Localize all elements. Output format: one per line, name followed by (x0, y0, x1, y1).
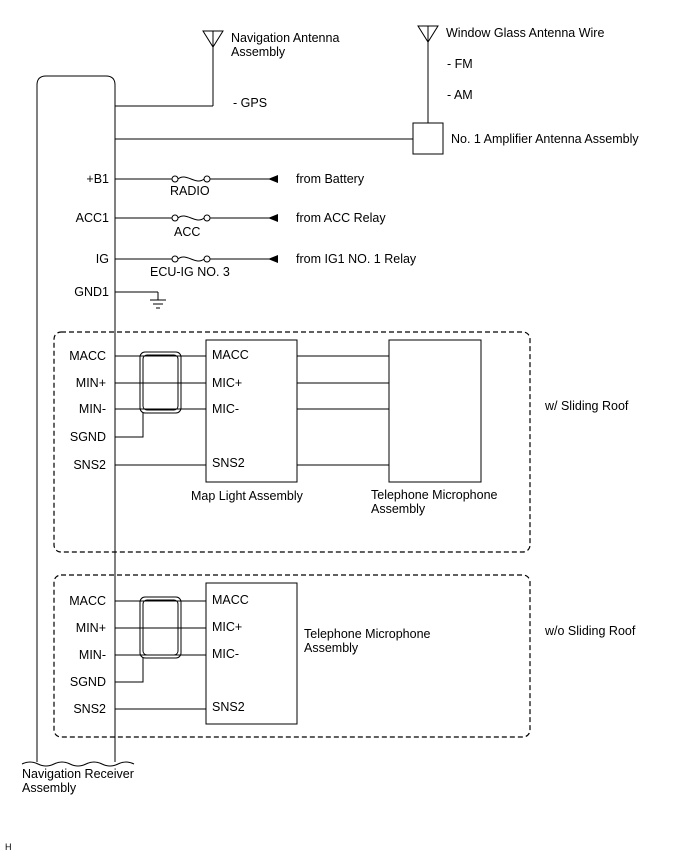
with-sliding-roof-region (53, 331, 531, 553)
fuse-ecu-ig-label: ECU-IG NO. 3 (150, 265, 230, 279)
navigation-antenna-icon (202, 30, 224, 106)
telephone-microphone-label-1-line2: Assembly (371, 502, 426, 516)
pin-min-plus-1: MIN+ (76, 376, 106, 390)
map-light-pin-mic-minus: MIC- (212, 402, 239, 416)
amplifier-antenna-box (412, 122, 444, 155)
am-label: - AM (447, 88, 473, 102)
fuse-acc-icon (115, 214, 278, 222)
source-acc-relay-label: from ACC Relay (296, 211, 386, 225)
pin-sgnd-2: SGND (70, 675, 106, 689)
receiver-name-line2: Assembly (22, 781, 77, 795)
footer-mark: H (5, 842, 12, 852)
with-sliding-roof-label: w/ Sliding Roof (544, 399, 629, 413)
shielded-cable-icon (139, 351, 182, 414)
receiver-name-line1: Navigation Receiver (22, 767, 134, 781)
fuse-radio-icon (115, 175, 278, 183)
pin-min-minus-2: MIN- (79, 648, 106, 662)
map-light-assembly-box (205, 339, 298, 483)
terminal-acc1: ACC1 (76, 211, 109, 225)
source-ig1-relay-label: from IG1 NO. 1 Relay (296, 252, 417, 266)
source-battery-label: from Battery (296, 172, 365, 186)
microphone-pin-sns2: SNS2 (212, 700, 245, 714)
ground-icon (115, 291, 166, 309)
window-glass-antenna-icon (417, 25, 439, 123)
shielded-cable-icon-2 (139, 596, 182, 659)
navigation-receiver-body (36, 75, 116, 762)
wires-with-sliding-roof (115, 355, 389, 466)
without-sliding-roof-region (53, 574, 531, 738)
telephone-microphone-box-2 (205, 582, 298, 725)
pin-sns2-1: SNS2 (73, 458, 106, 472)
telephone-microphone-box-1 (388, 339, 482, 483)
receiver-break-line (21, 761, 135, 767)
telephone-microphone-label-1-line1: Telephone Microphone (371, 488, 498, 502)
telephone-microphone-label-2-line1: Telephone Microphone (304, 627, 431, 641)
pin-macc-2: MACC (69, 594, 106, 608)
telephone-microphone-label-2-line2: Assembly (304, 641, 359, 655)
fuse-acc-label: ACC (174, 225, 200, 239)
map-light-pin-macc: MACC (212, 348, 249, 362)
pin-sns2-2: SNS2 (73, 702, 106, 716)
navigation-antenna-label-line1: Navigation Antenna (231, 31, 339, 45)
window-glass-antenna-label: Window Glass Antenna Wire (446, 26, 604, 40)
amplifier-antenna-label: No. 1 Amplifier Antenna Assembly (451, 132, 639, 146)
pin-min-minus-1: MIN- (79, 402, 106, 416)
microphone-pin-mic-minus: MIC- (212, 647, 239, 661)
gps-terminal-label: - GPS (233, 96, 267, 110)
microphone-pin-macc: MACC (212, 593, 249, 607)
fuse-radio-label: RADIO (170, 184, 210, 198)
without-sliding-roof-label: w/o Sliding Roof (544, 624, 636, 638)
microphone-pin-mic-plus: MIC+ (212, 620, 242, 634)
terminal-b1: +B1 (86, 172, 109, 186)
fm-label: - FM (447, 57, 473, 71)
pin-sgnd-1: SGND (70, 430, 106, 444)
navigation-antenna-label-line2: Assembly (231, 45, 286, 59)
terminal-gnd1: GND1 (74, 285, 109, 299)
fuse-ecu-ig-icon (115, 255, 278, 263)
map-light-assembly-label: Map Light Assembly (191, 489, 304, 503)
terminal-ig: IG (96, 252, 109, 266)
pin-min-plus-2: MIN+ (76, 621, 106, 635)
pin-macc-1: MACC (69, 349, 106, 363)
map-light-pin-mic-plus: MIC+ (212, 376, 242, 390)
map-light-pin-sns2: SNS2 (212, 456, 245, 470)
